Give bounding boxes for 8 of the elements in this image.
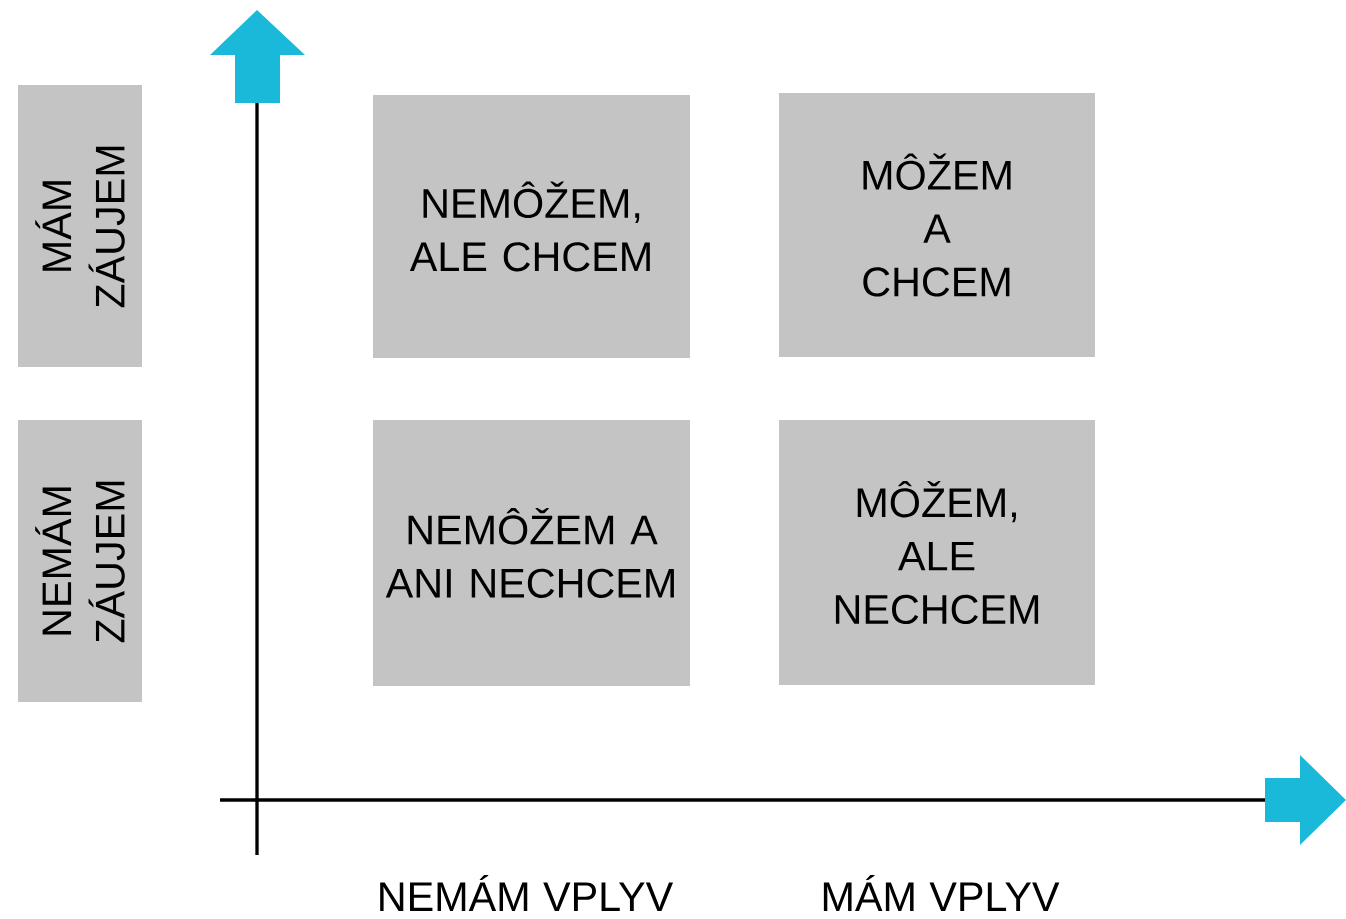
- side-label-box: MÁM ZÁUJEM: [18, 85, 142, 367]
- quadrant-box: MÔŽEM, ALE NECHCEM: [779, 420, 1095, 685]
- axis-label: MÁM VPLYV: [823, 875, 1060, 911]
- quadrant-box: NEMÔŽEM A ANI NECHCEM: [373, 420, 690, 686]
- axis-label: NEMÁM VPLYV: [380, 875, 674, 911]
- side-label-box: NEMÁM ZÁUJEM: [18, 420, 142, 702]
- quadrant-box: MÔŽEM A CHCEM: [779, 93, 1095, 357]
- quadrant-box: NEMÔŽEM, ALE CHCEM: [373, 95, 690, 358]
